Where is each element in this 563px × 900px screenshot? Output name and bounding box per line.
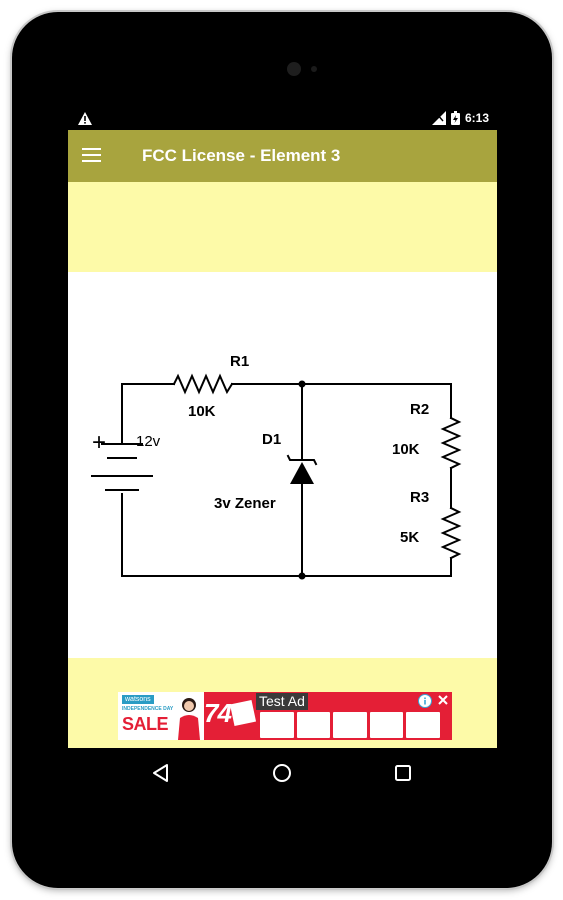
ad-close-icon[interactable] — [436, 693, 450, 707]
home-circle-icon[interactable] — [269, 760, 295, 786]
ad-product — [260, 712, 294, 738]
ad-brand-panel: watsons INDEPENDENCE DAY SALE — [118, 692, 204, 740]
screen: 6:13 FCC License - Element 3 — [68, 108, 497, 798]
app-bar: FCC License - Element 3 — [68, 130, 497, 182]
ad-sale-text: SALE — [122, 714, 169, 734]
resistor-r2-symbol — [440, 416, 462, 470]
battery-icon — [450, 111, 460, 125]
r2-name-label: R2 — [410, 401, 429, 418]
d1-name-label: D1 — [262, 431, 281, 448]
battery-voltage-label: 12v — [136, 433, 161, 450]
ad-product — [369, 712, 404, 738]
status-clock: 6:13 — [464, 111, 489, 125]
page-title: FCC License - Element 3 — [142, 146, 341, 165]
ad-banner[interactable]: watsons INDEPENDENCE DAY SALE 74 Test Ad — [118, 692, 452, 740]
ad-product — [333, 712, 367, 738]
navigation-bar — [68, 748, 497, 798]
r2-value-label: 10K — [392, 441, 420, 458]
ad-info-icon[interactable] — [418, 694, 432, 708]
zener-triangle — [290, 462, 314, 484]
ad-brand: watsons — [122, 695, 154, 704]
d1-desc-label: 3v Zener — [214, 495, 276, 512]
r1-value-label: 10K — [188, 403, 216, 420]
battery-polarity-label: + — [92, 429, 106, 456]
status-bar: 6:13 — [68, 108, 497, 130]
warning-icon — [78, 112, 92, 125]
hamburger-menu-icon[interactable] — [80, 144, 106, 168]
content-area: + 12v R1 10K D1 3v Zener R2 10K R3 5K wa… — [68, 182, 497, 748]
resistor-r3-symbol — [440, 506, 462, 560]
r3-value-label: 5K — [400, 529, 419, 546]
ad-label: Test Ad — [256, 693, 308, 710]
circuit-schematic: + 12v R1 10K D1 3v Zener R2 10K R3 5K — [91, 353, 462, 580]
question-area — [68, 182, 497, 272]
recents-square-icon[interactable] — [390, 760, 416, 786]
back-triangle-icon[interactable] — [148, 760, 174, 786]
r1-name-label: R1 — [230, 353, 249, 370]
signal-icon — [431, 111, 446, 125]
light-sensor — [311, 66, 317, 72]
front-camera — [287, 62, 301, 76]
zener-bar — [286, 454, 318, 466]
circuit-diagram: + 12v R1 10K D1 3v Zener R2 10K R3 5K — [68, 272, 497, 658]
ad-products — [260, 712, 440, 738]
ad-model-image — [178, 698, 200, 740]
ad-percent: 74 — [204, 698, 232, 728]
resistor-r1-symbol — [172, 373, 234, 395]
status-icons: 6:13 — [431, 111, 489, 125]
ad-product — [406, 712, 440, 738]
r3-name-label: R3 — [410, 489, 429, 506]
ad-price-tag — [229, 699, 257, 727]
junction-top — [298, 380, 306, 388]
junction-bottom — [298, 572, 306, 580]
ad-subline: INDEPENDENCE DAY — [122, 706, 174, 712]
ad-product — [296, 712, 331, 738]
